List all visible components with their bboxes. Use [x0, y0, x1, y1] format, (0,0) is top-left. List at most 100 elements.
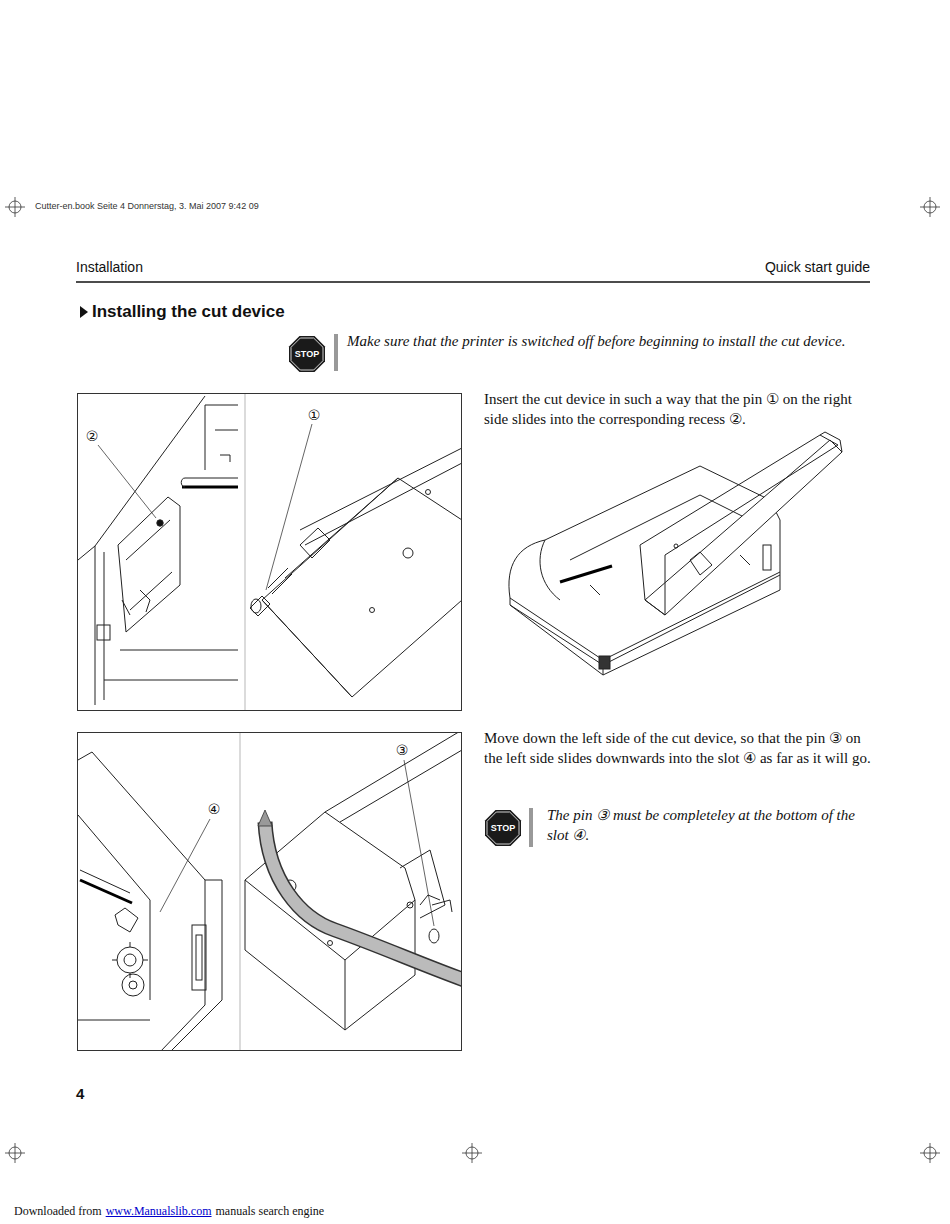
callout-number: ④	[207, 801, 222, 817]
figure-frame: ③④	[77, 732, 462, 1051]
printer-illustration	[78, 1020, 150, 1021]
crop-marks	[5, 197, 25, 217]
printer-illustration	[510, 572, 780, 660]
printer-illustration	[124, 954, 136, 966]
printer-illustration	[78, 815, 150, 1000]
callout-number: ①	[307, 407, 322, 423]
printer-illustration	[325, 733, 461, 822]
stop-sign	[289, 336, 325, 372]
printer-illustration	[122, 590, 150, 615]
printer-illustration	[97, 625, 110, 640]
printer-illustration	[104, 650, 240, 680]
note-bar	[529, 808, 533, 847]
header-rule	[76, 281, 870, 283]
crop-marks	[920, 197, 940, 217]
section-heading: Installing the cut device	[92, 302, 285, 322]
printer-illustration	[80, 870, 130, 893]
printer-illustration	[112, 942, 148, 978]
printer-illustration	[181, 478, 240, 487]
header-rule	[76, 282, 870, 283]
printer-illustration	[403, 548, 413, 558]
page-number: 4	[76, 1084, 84, 1104]
printer-illustration	[160, 819, 210, 912]
crop-marks	[5, 197, 940, 1163]
printer-illustration	[265, 822, 461, 982]
printer-illustration	[160, 880, 205, 1050]
header-text: Installation	[76, 258, 143, 276]
warning-note: The pin ③ must be completeley at the bot…	[547, 805, 869, 845]
footer-link: www.Manualslib.com	[106, 1203, 212, 1219]
printer-illustration	[645, 600, 665, 615]
printer-illustration	[251, 599, 261, 613]
printer-illustration	[117, 947, 143, 973]
printer-illustration	[240, 733, 241, 1050]
printer-illustration	[258, 810, 272, 826]
printer-illustration	[262, 478, 461, 697]
header-text: Quick start guide	[765, 258, 870, 276]
instruction-text: Insert the cut device in such a way that…	[484, 389, 872, 429]
printer-illustration	[182, 486, 240, 489]
printer-illustration	[80, 880, 132, 903]
printer-illustration	[192, 925, 206, 990]
printer-illustration	[129, 981, 137, 989]
instruction-text: Move down the left side of the cut devic…	[484, 728, 872, 768]
printer-illustration	[265, 822, 461, 982]
crop-info: Cutter-en.book Seite 4 Donnerstag, 3. Ma…	[35, 200, 259, 212]
stop-sign	[487, 812, 519, 844]
crop-marks	[5, 1143, 25, 1163]
printer-illustration	[196, 935, 202, 980]
printer-illustration	[540, 540, 560, 600]
stop-sign	[291, 338, 323, 370]
printer-illustration	[645, 440, 842, 615]
callout-number: ②	[85, 428, 100, 444]
printer-illustration	[509, 432, 842, 675]
printer-illustration	[300, 448, 461, 545]
printer-illustration	[262, 600, 352, 697]
printer-illustration	[245, 394, 246, 710]
printer-illustration	[78, 752, 222, 1050]
printer-illustration	[404, 760, 434, 926]
printer-illustration	[98, 445, 156, 518]
printer-illustration	[268, 568, 292, 594]
printer-illustration	[205, 405, 240, 470]
callout-number: ③	[395, 742, 410, 758]
printer-illustration	[599, 656, 610, 669]
crop-marks	[462, 1143, 482, 1163]
printer-illustration	[118, 497, 180, 632]
printer-illustration	[420, 895, 452, 912]
footer-text: manuals search engine	[216, 1203, 325, 1219]
printer-illustration	[95, 546, 96, 705]
printer-illustration	[560, 566, 612, 582]
printer-illustration	[674, 544, 678, 548]
printer-illustration	[233, 733, 237, 1050]
printer-illustration	[640, 545, 665, 615]
warning-note: Make sure that the printer is switched o…	[347, 331, 873, 351]
printer-illustration	[285, 478, 398, 578]
stop-sign	[485, 810, 521, 846]
heading-triangle	[80, 306, 88, 318]
stop-sign-text: STOP	[295, 350, 319, 359]
printer-illustration	[328, 941, 333, 946]
printer-illustration	[266, 424, 312, 590]
crop-marks	[920, 1143, 940, 1163]
printer-illustration	[220, 455, 230, 462]
printer-illustration	[407, 902, 413, 908]
printer-illustration	[510, 575, 780, 675]
printer-illustration	[820, 432, 842, 452]
printer-illustration	[590, 555, 750, 595]
stop-sign-text: STOP	[491, 824, 515, 833]
printer-illustration	[429, 929, 439, 943]
printer-illustration	[400, 850, 445, 918]
printer-illustration	[238, 394, 242, 710]
printer-illustration	[690, 552, 712, 575]
printer-illustration	[250, 596, 270, 616]
printer-illustration	[78, 733, 461, 1050]
figure-frame: ②①	[77, 393, 462, 711]
printer-illustration	[122, 974, 144, 996]
heading-triangle	[80, 306, 88, 318]
printer-illustration	[115, 908, 138, 932]
printer-illustration	[763, 545, 771, 570]
printer-illustration	[78, 394, 461, 710]
note-bar	[334, 334, 338, 371]
